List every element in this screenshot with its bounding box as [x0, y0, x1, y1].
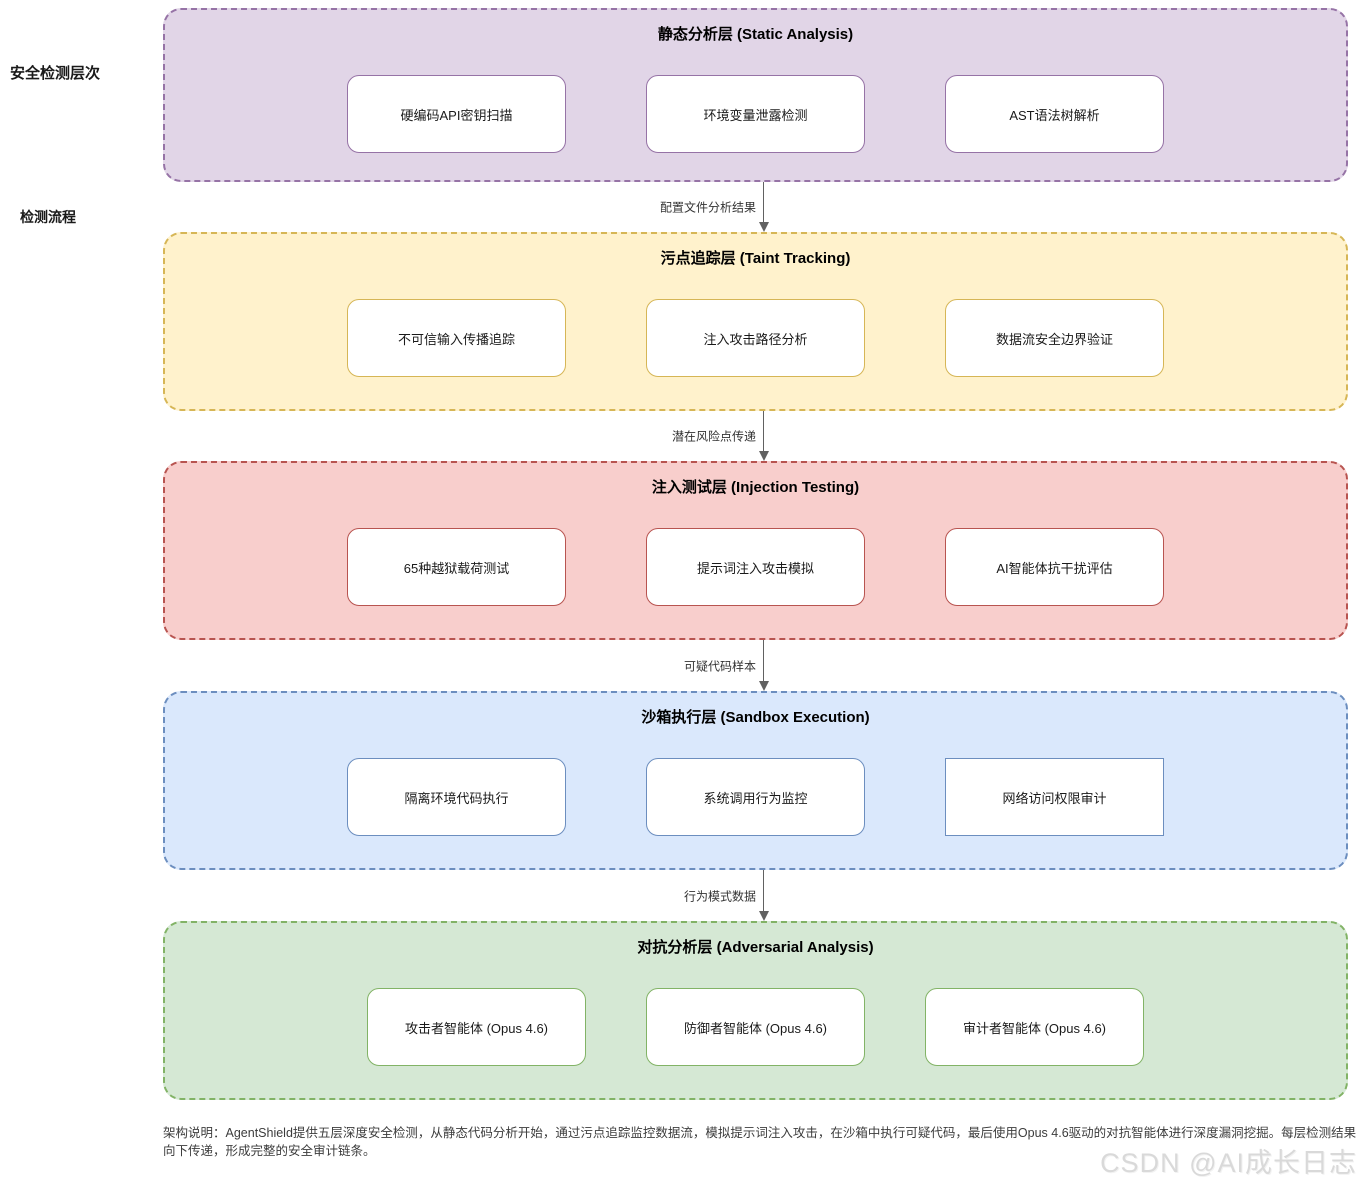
module-box: 数据流安全边界验证: [945, 299, 1164, 377]
arrow-down-icon: [759, 222, 769, 232]
side-label-flow: 检测流程: [20, 209, 76, 225]
module-label: 网络访问权限审计: [1002, 790, 1107, 806]
arrow-label: 可疑代码样本: [683, 659, 756, 673]
module-box: 审计者智能体 (Opus 4.6): [925, 988, 1144, 1066]
arrow-label: 配置文件分析结果: [659, 200, 756, 215]
module-label: AST语法树解析: [1009, 107, 1100, 123]
module-label: 防御者智能体 (Opus 4.6): [683, 1020, 828, 1036]
layer-injection-testing: 注入测试层 (Injection Testing) 65种越狱载荷测试 提示词注…: [163, 461, 1348, 640]
module-row: 65种越狱载荷测试 提示词注入攻击模拟 AI智能体抗干扰评估: [165, 528, 1346, 606]
layer-title: 注入测试层 (Injection Testing): [651, 479, 860, 496]
module-box: AST语法树解析: [945, 75, 1164, 153]
arrow-line: [763, 640, 764, 682]
arrow-down-icon: [759, 911, 769, 921]
watermark: CSDN @AI成长日志: [1100, 1148, 1357, 1178]
flow-arrow: 行为模式数据: [684, 870, 769, 921]
arrow-line: [763, 182, 764, 223]
layer-title: 静态分析层 (Static Analysis): [657, 26, 854, 43]
module-row: 不可信输入传播追踪 注入攻击路径分析 数据流安全边界验证: [165, 299, 1346, 377]
module-label: 硬编码API密钥扫描: [400, 107, 513, 123]
arrow-line: [763, 870, 764, 912]
module-label: 审计者智能体 (Opus 4.6): [962, 1020, 1107, 1036]
arrow-line: [763, 411, 764, 452]
module-row: 攻击者智能体 (Opus 4.6) 防御者智能体 (Opus 4.6) 审计者智…: [165, 988, 1346, 1066]
module-label: 注入攻击路径分析: [703, 331, 808, 347]
layer-title: 沙箱执行层 (Sandbox Execution): [641, 709, 870, 726]
module-box: 不可信输入传播追踪: [347, 299, 566, 377]
module-label: 不可信输入传播追踪: [397, 331, 515, 347]
layer-taint-tracking: 污点追踪层 (Taint Tracking) 不可信输入传播追踪 注入攻击路径分…: [163, 232, 1348, 411]
side-label-hierarchy: 安全检测层次: [10, 65, 101, 82]
module-box: 系统调用行为监控: [646, 758, 865, 836]
module-box: AI智能体抗干扰评估: [945, 528, 1164, 606]
arrow-down-icon: [759, 681, 769, 691]
module-box: 注入攻击路径分析: [646, 299, 865, 377]
layer-adversarial-analysis: 对抗分析层 (Adversarial Analysis) 攻击者智能体 (Opu…: [163, 921, 1348, 1100]
module-box: 65种越狱载荷测试: [347, 528, 566, 606]
module-box: 防御者智能体 (Opus 4.6): [646, 988, 865, 1066]
module-box: 提示词注入攻击模拟: [646, 528, 865, 606]
module-label: 隔离环境代码执行: [404, 790, 509, 806]
module-label: 提示词注入攻击模拟: [696, 560, 814, 576]
layer-title: 对抗分析层 (Adversarial Analysis): [637, 939, 874, 956]
module-label: 攻击者智能体 (Opus 4.6): [404, 1020, 549, 1036]
layer-title: 污点追踪层 (Taint Tracking): [660, 250, 851, 267]
module-box: 攻击者智能体 (Opus 4.6): [367, 988, 586, 1066]
module-row: 硬编码API密钥扫描 环境变量泄露检测 AST语法树解析: [165, 75, 1346, 153]
layer-sandbox-execution: 沙箱执行层 (Sandbox Execution) 隔离环境代码执行 系统调用行…: [163, 691, 1348, 870]
flow-arrow: 配置文件分析结果: [660, 182, 769, 232]
layer-static-analysis: 静态分析层 (Static Analysis) 硬编码API密钥扫描 环境变量泄…: [163, 8, 1348, 182]
module-label: 65种越狱载荷测试: [403, 560, 510, 576]
module-label: 数据流安全边界验证: [995, 331, 1113, 347]
module-box: 网络访问权限审计: [945, 758, 1164, 836]
module-box: 环境变量泄露检测: [646, 75, 865, 153]
module-label: 环境变量泄露检测: [703, 107, 808, 123]
module-box: 隔离环境代码执行: [347, 758, 566, 836]
flow-arrow: 可疑代码样本: [684, 640, 769, 691]
module-label: AI智能体抗干扰评估: [996, 560, 1113, 576]
arrow-label: 潜在风险点传递: [671, 429, 756, 444]
module-label: 系统调用行为监控: [703, 790, 808, 806]
module-row: 隔离环境代码执行 系统调用行为监控 网络访问权限审计: [165, 758, 1346, 836]
architecture-note: 架构说明：AgentShield提供五层深度安全检测，从静态代码分析开始，通过污…: [163, 1126, 1357, 1158]
arrow-label: 行为模式数据: [683, 889, 756, 903]
arrow-down-icon: [759, 451, 769, 461]
flow-arrow: 潜在风险点传递: [672, 411, 769, 461]
module-box: 硬编码API密钥扫描: [347, 75, 566, 153]
